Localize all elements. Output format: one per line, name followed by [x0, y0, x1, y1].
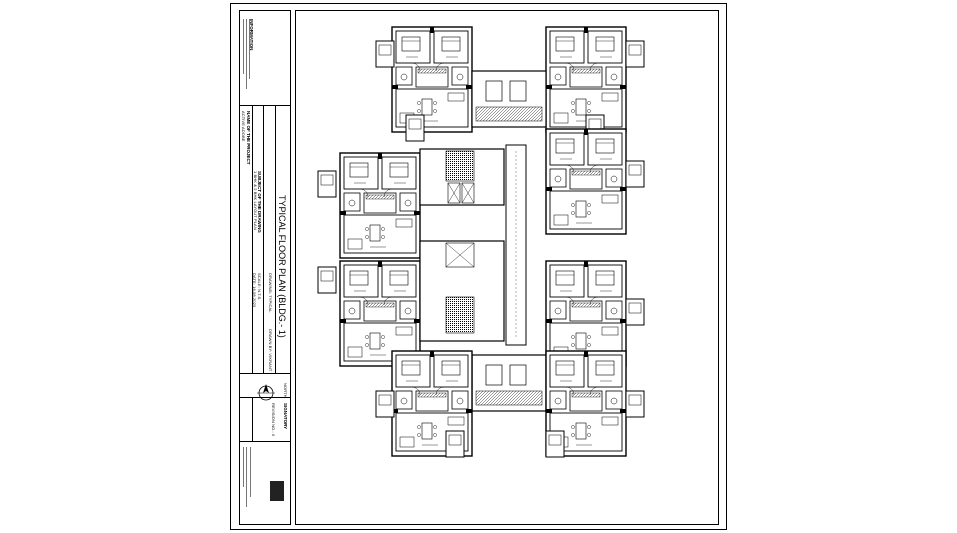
drawing-frame — [295, 10, 719, 525]
unit-left-lower — [339, 260, 421, 367]
north-label: NORTH — [283, 383, 288, 398]
firm-logo — [270, 481, 284, 501]
scale-label: SCALE: N.T.S. — [257, 273, 262, 301]
dwg-no-label: DRAWING: TYPICAL — [268, 273, 273, 313]
drawn-by-label: DRAWN BY: VIKRANT — [268, 329, 273, 372]
unit-left-upper — [339, 152, 421, 259]
unit-right-upper — [545, 128, 627, 235]
north-arrow-icon — [257, 384, 275, 401]
drawing-sheet: INFORMATION NAME OF THE PROJECT ACTIVE A… — [230, 3, 727, 530]
title-block: INFORMATION NAME OF THE PROJECT ACTIVE A… — [239, 10, 291, 525]
sheet-title: TYPICAL FLOOR PLAN (BLDG.- 1) — [277, 195, 287, 338]
signatory-label: SIGNATORY — [283, 403, 288, 430]
project-value: ACTIVE ADOBE — [241, 111, 246, 142]
rev-label: REVISION NO.: 0 — [271, 403, 276, 437]
drawing-value: 1 BHK & 2 BHK LAYOUT PLAN — [253, 171, 258, 230]
unit-top-left — [391, 26, 473, 133]
project-label: NAME OF THE PROJECT — [246, 111, 251, 165]
floor-plan — [317, 26, 645, 458]
date-label: DATE: 16.08.2023 — [252, 273, 257, 308]
unit-right-lower — [545, 260, 627, 367]
stair-core-lower — [419, 240, 505, 342]
